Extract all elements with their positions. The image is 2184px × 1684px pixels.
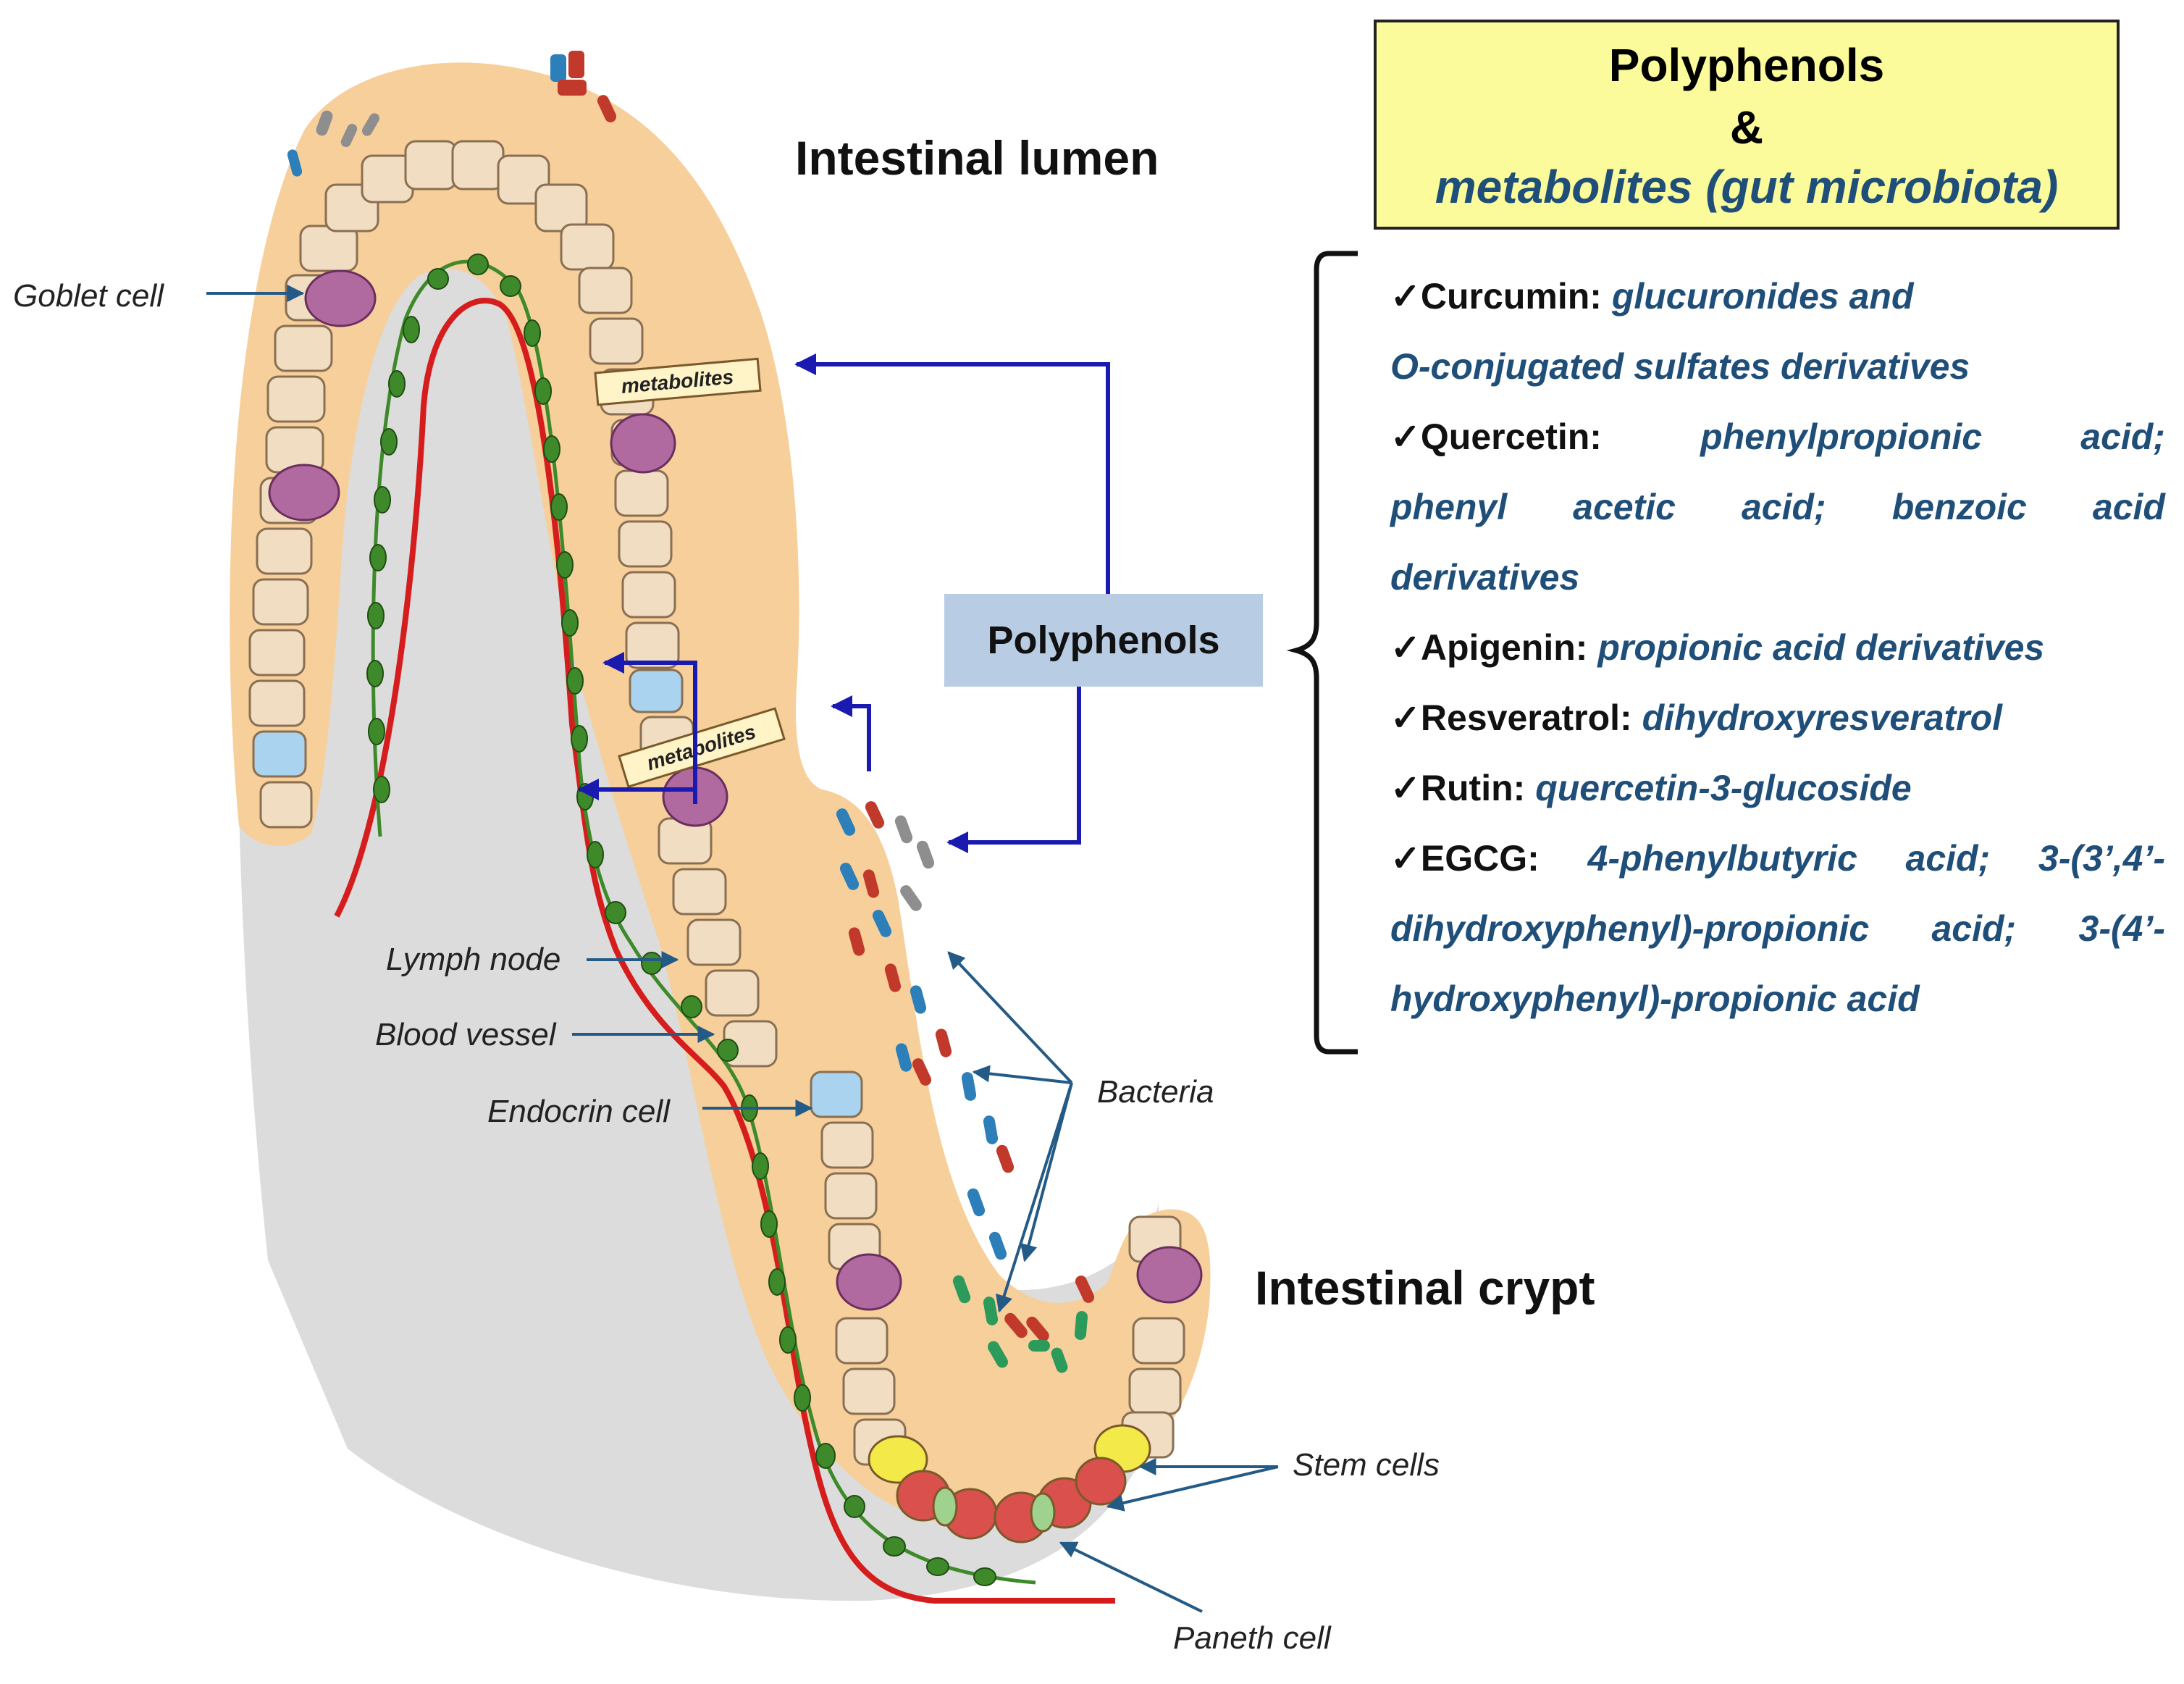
list-line: O-conjugated sulfates derivatives — [1390, 345, 2165, 411]
title-line-ampersand: & — [1729, 101, 1764, 154]
arrow-polyphenols-to-metabolites-top — [794, 353, 1110, 594]
arrow-bacteria-to-metabolites-bottom — [831, 695, 871, 771]
metabolite-text: glucuronides and — [1611, 276, 1914, 317]
metabolite-word: phenyl — [1390, 487, 1508, 527]
bacteria-leader-2 — [947, 951, 1073, 1084]
lymph-node-label: Lymph node — [386, 942, 561, 977]
check-mark: ✓ — [1390, 416, 1421, 457]
arrow-metabolites-to-tissue-upper — [602, 652, 697, 804]
list-line-head: ✓Curcumin: — [1390, 276, 1602, 317]
bacteria-leader-3 — [1020, 1082, 1073, 1262]
metabolite-word: 4-phenylbutyric — [1587, 838, 1857, 879]
crypt-base-cells — [868, 1424, 1151, 1543]
lymph-nodes — [366, 254, 996, 1586]
stem-leader-2 — [1106, 1465, 1279, 1512]
metabolite-word: acid — [2092, 487, 2165, 527]
endocrin-cell-label: Endocrin cell — [487, 1094, 670, 1129]
check-mark: ✓ — [1390, 276, 1421, 317]
list-line-head: ✓EGCG: — [1390, 837, 1540, 902]
list-line: ✓Curcumin: glucuronides and — [1390, 275, 2165, 340]
polyphenol-name: Apigenin: — [1420, 627, 1588, 668]
stem-cells-label: Stem cells — [1293, 1447, 1440, 1483]
list-line: ✓EGCG: 4-phenylbutyric acid; 3-(3’,4’- — [1390, 837, 2165, 902]
label-arrows — [206, 285, 1279, 1613]
polyphenols-box: Polyphenols — [944, 594, 1263, 687]
polyphenol-name: EGCG: — [1420, 838, 1540, 879]
polyphenol-name: Rutin: — [1420, 768, 1526, 808]
list-line-head: ✓Rutin: — [1390, 768, 1525, 808]
metabolite-word: benzoic — [1891, 487, 2027, 527]
metabolite-word: acid; — [1931, 908, 2017, 949]
polyphenol-name: Resveratrol: — [1420, 698, 1632, 738]
title-line-metabolites: metabolites (gut microbiota) — [1435, 161, 2059, 213]
list-line: ✓Apigenin: propionic acid derivatives — [1390, 627, 2165, 692]
metabolite-word: 3-(4’- — [2078, 908, 2165, 949]
list-line-head: ✓Quercetin: — [1390, 416, 1602, 481]
epithelium-left — [248, 140, 1185, 1466]
title-line-polyphenols: Polyphenols — [1608, 39, 1885, 91]
list-line: derivatives — [1390, 556, 2165, 621]
metabolite-text: quercetin-3-glucoside — [1535, 768, 1912, 808]
bacteria-label: Bacteria — [1097, 1074, 1214, 1110]
list-line-head: ✓Apigenin: — [1390, 627, 1587, 668]
paneth-cell-label: Paneth cell — [1173, 1620, 1331, 1656]
metabolite-text: dihydroxyresveratrol — [1642, 698, 2003, 738]
metabolite-word: phenylpropionic — [1700, 416, 1983, 457]
blood-vessel-label: Blood vessel — [375, 1017, 556, 1052]
list-bracket — [1286, 251, 1358, 1055]
metabolite-text: O-conjugated sulfates derivatives — [1390, 346, 1970, 387]
list-line: ✓Quercetin: phenylpropionic acid; — [1390, 416, 2165, 481]
check-mark: ✓ — [1390, 768, 1421, 808]
check-mark: ✓ — [1390, 698, 1421, 738]
metabolite-word: acid; — [2080, 416, 2165, 457]
list-line: hydroxyphenyl)-propionic acid — [1390, 978, 2165, 1043]
metabolite-word: acid; — [1741, 487, 1826, 527]
list-line: dihydroxyphenyl)-propionic acid; 3-(4’- — [1390, 908, 2165, 973]
arrow-metabolites-to-tissue-lower — [577, 779, 697, 800]
intestinal-crypt-label: Intestinal crypt — [1255, 1261, 1595, 1315]
bacteria-leader-1 — [972, 1065, 1072, 1084]
goblet-cell-label: Goblet cell — [13, 278, 164, 314]
goblet-cells — [268, 269, 1203, 1311]
list-line-head: ✓Resveratrol: — [1390, 698, 1632, 738]
list-line: ✓Resveratrol: dihydroxyresveratrol — [1390, 697, 2165, 762]
polyphenol-name: Quercetin: — [1420, 416, 1602, 457]
check-mark: ✓ — [1390, 627, 1421, 668]
metabolite-word: acid; — [1905, 838, 1991, 879]
metabolite-text: derivatives — [1390, 557, 1580, 598]
metabolite-word: dihydroxyphenyl)-propionic — [1390, 908, 1870, 949]
list-line: ✓Rutin: quercetin-3-glucoside — [1390, 767, 2165, 832]
list-line: phenyl acetic acid; benzoic acid — [1390, 486, 2165, 551]
intestinal-lumen-label: Intestinal lumen — [795, 131, 1159, 185]
flow-arrows — [577, 353, 1110, 853]
metabolite-word: acetic — [1573, 487, 1676, 527]
arrow-polyphenols-to-bacteria — [946, 687, 1081, 853]
bacteria-cluster — [287, 51, 1095, 1373]
polyphenols-box-label: Polyphenols — [987, 619, 1220, 662]
metabolite-text: propionic acid derivatives — [1597, 627, 2045, 668]
metabolites-box-top: metabolites — [594, 357, 762, 406]
polyphenols-title-box: Polyphenols & metabolites (gut microbiot… — [1374, 20, 2120, 230]
check-mark: ✓ — [1390, 838, 1421, 879]
metabolite-word: 3-(3’,4’- — [2038, 838, 2165, 879]
bacteria-leader-4 — [996, 1082, 1073, 1313]
metabolite-text: hydroxyphenyl)-propionic acid — [1390, 979, 1920, 1019]
polyphenol-name: Curcumin: — [1420, 276, 1602, 317]
paneth-leader — [1059, 1541, 1203, 1613]
